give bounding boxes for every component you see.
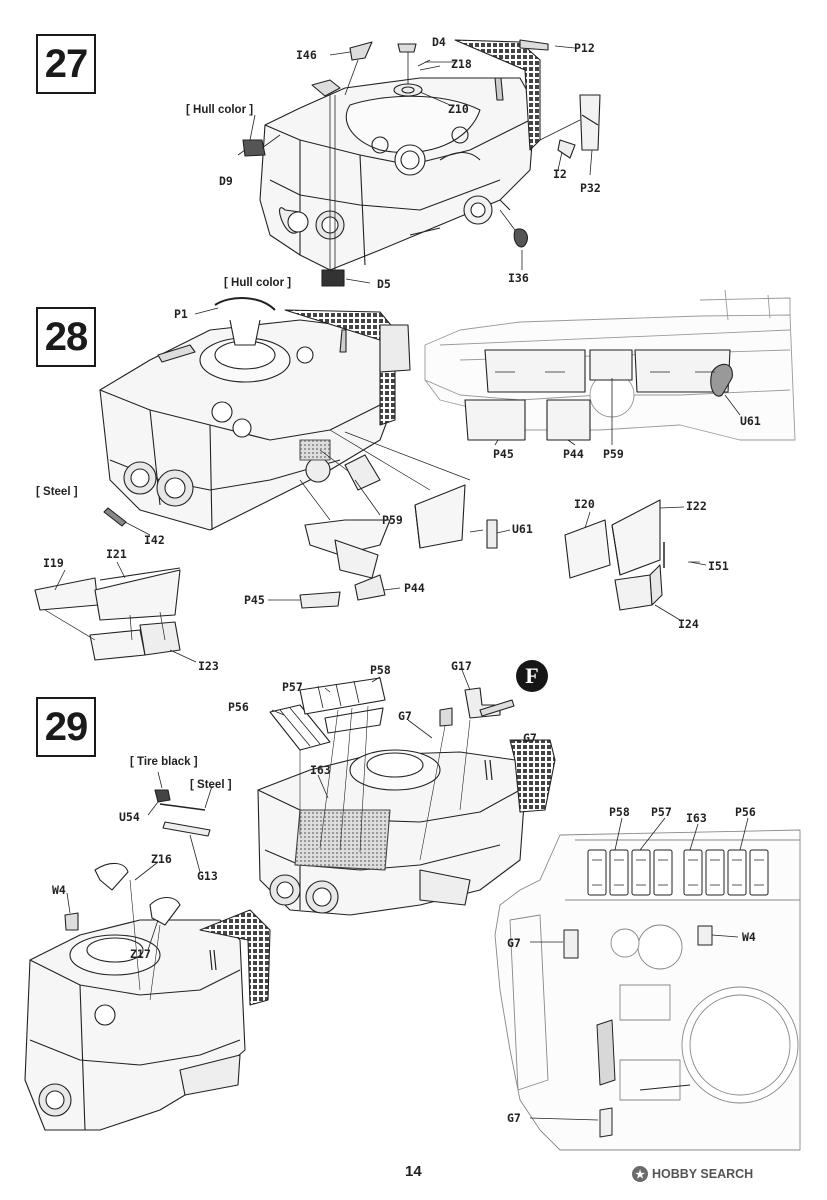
part-label: G7 (507, 936, 521, 950)
part-label: Z10 (448, 102, 469, 116)
hobby-search-logo-icon: ★ (632, 1166, 648, 1182)
leader-lines (54, 45, 749, 1121)
part-label: I63 (310, 763, 331, 777)
step-number-28: 28 (36, 307, 96, 367)
part-label: P44 (404, 581, 425, 595)
part-label: I2 (553, 167, 567, 181)
step28-side-view-stowage (464, 349, 733, 441)
part-label: I46 (296, 48, 317, 62)
part-label: D5 (377, 277, 391, 291)
part-label: G17 (451, 659, 472, 673)
step29-detail-view-drawing (494, 829, 801, 1151)
page-number: 14 (405, 1163, 422, 1180)
part-label: I22 (686, 499, 707, 513)
step27-hull-drawing (242, 39, 601, 287)
part-label: P56 (228, 700, 249, 714)
step28-side-box-right-drawing (564, 499, 700, 611)
part-label: I51 (708, 559, 729, 573)
part-label: I21 (106, 547, 127, 561)
part-label: P58 (370, 663, 391, 677)
part-label: W4 (742, 930, 756, 944)
part-label: I19 (43, 556, 64, 570)
step29-lower-hull-drawing (24, 862, 271, 1131)
part-label: P1 (174, 307, 188, 321)
part-label: P32 (580, 181, 601, 195)
part-label: P57 (651, 805, 672, 819)
sub-assembly-f-badge: F (516, 660, 548, 692)
step29-small-parts-drawing (154, 687, 515, 861)
part-label: Z18 (451, 57, 472, 71)
part-label: D9 (219, 174, 233, 188)
paint-note-tire-black: [ Tire black ] (130, 756, 198, 768)
part-label: U61 (740, 414, 761, 428)
part-label: U54 (119, 810, 140, 824)
step-number-29: 29 (36, 697, 96, 757)
paint-note-steel: [ Steel ] (190, 779, 232, 791)
part-label: I20 (574, 497, 595, 511)
part-label: Z17 (130, 947, 151, 961)
part-label: P59 (382, 513, 403, 527)
part-label: U61 (512, 522, 533, 536)
part-label: D4 (432, 35, 446, 49)
part-label: P57 (282, 680, 303, 694)
part-label: P12 (574, 41, 595, 55)
part-label: P44 (563, 447, 584, 461)
part-label: I23 (198, 659, 219, 673)
part-label: G13 (197, 869, 218, 883)
part-label: P58 (609, 805, 630, 819)
step28-hull-drawing (99, 297, 498, 609)
part-label: P45 (493, 447, 514, 461)
step29-hull-drawing (257, 739, 556, 916)
part-label: I24 (678, 617, 699, 631)
part-label: P45 (244, 593, 265, 607)
part-label: G7 (507, 1111, 521, 1125)
part-label: I42 (144, 533, 165, 547)
paint-note-hull-color: [ Hull color ] (186, 104, 254, 116)
paint-note-hull-color: [ Hull color ] (224, 277, 292, 289)
step-number-27: 27 (36, 34, 96, 94)
paint-note-steel: [ Steel ] (36, 486, 78, 498)
step28-side-box-left-drawing (34, 567, 181, 661)
part-label: P56 (735, 805, 756, 819)
part-label: I63 (686, 811, 707, 825)
step29-detail-pads (563, 849, 769, 1138)
watermark-text: HOBBY SEARCH (652, 1167, 754, 1181)
step29-rubber-pads-drawing (269, 677, 386, 853)
part-label: G7 (398, 709, 412, 723)
part-label: P59 (603, 447, 624, 461)
part-label: Z16 (151, 852, 172, 866)
part-label: I36 (508, 271, 529, 285)
part-label: W4 (52, 883, 66, 897)
part-label: G7 (523, 731, 537, 745)
watermark: ★ HOBBY SEARCH (632, 1166, 753, 1182)
